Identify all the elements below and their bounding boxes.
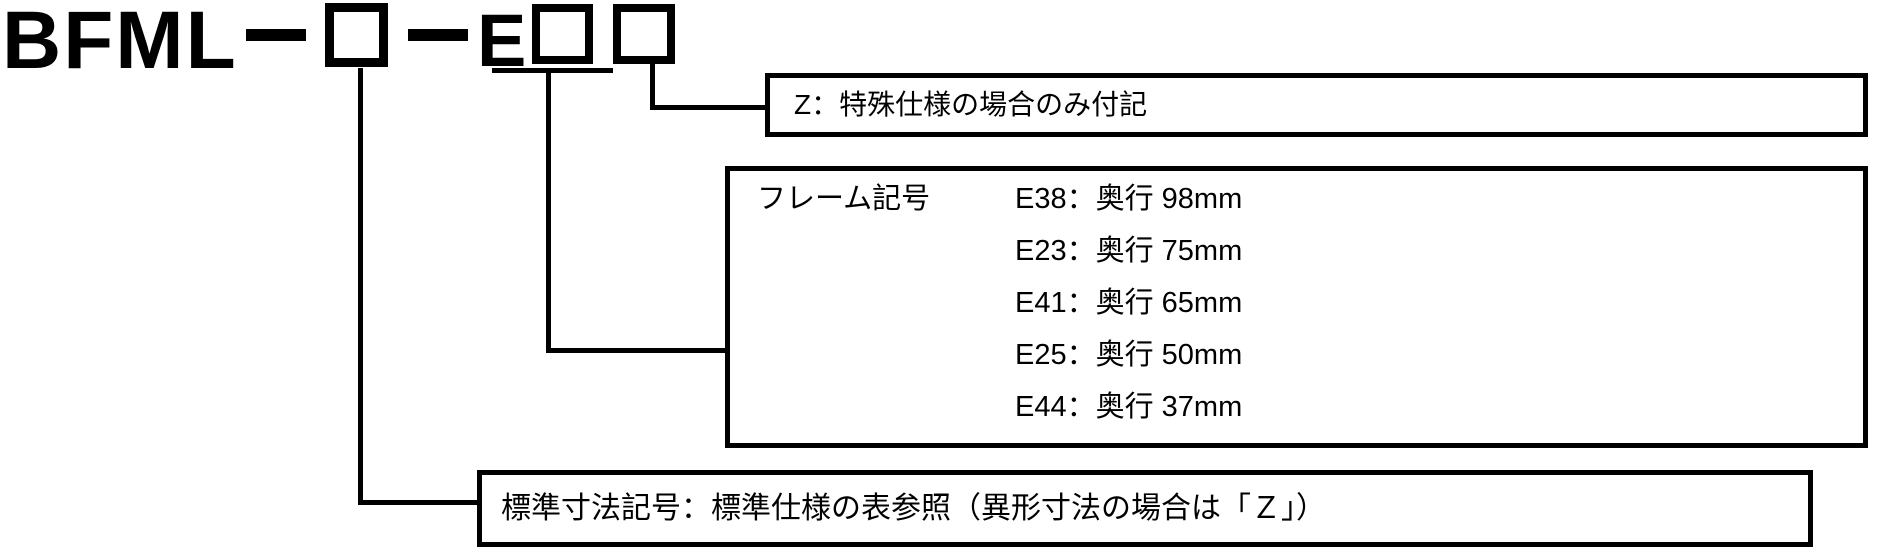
frame-code-underline xyxy=(492,68,613,73)
frame-option-text: E38：奥行 98mm xyxy=(1015,183,1243,215)
connector-suffix-horizontal xyxy=(650,105,765,110)
standard-dimension-callout-box: 標準寸法記号：標準仕様の表参照（異形寸法の場合は「Ｚ」） xyxy=(477,470,1813,547)
connector-frame-horizontal xyxy=(546,348,725,353)
suffix-note-callout-box: Z：特殊仕様の場合のみ付記 xyxy=(765,73,1868,137)
frame-symbol-row: E44：奥行 37mm xyxy=(757,381,1863,433)
frame-option-text: E41：奥行 65mm xyxy=(1015,287,1243,319)
connector-standard-horizontal xyxy=(358,500,477,505)
frame-symbol-label-spacer xyxy=(757,225,1015,277)
frame-symbol-content: フレーム記号 E38：奥行 98mm E23：奥行 75mm E41：奥行 65… xyxy=(730,171,1863,433)
suffix-code-placeholder-box xyxy=(613,4,675,64)
frame-symbol-label-spacer xyxy=(757,277,1015,329)
frame-option-text: E44：奥行 37mm xyxy=(1015,391,1243,423)
connector-standard-vertical xyxy=(358,68,363,505)
frame-code-placeholder-box xyxy=(532,4,593,64)
frame-symbol-label-spacer xyxy=(757,381,1015,433)
frame-symbol-row: E41：奥行 65mm xyxy=(757,277,1863,329)
connector-suffix-vertical xyxy=(650,63,655,110)
standard-dimension-text: 標準寸法記号：標準仕様の表参照（異形寸法の場合は「Ｚ」） xyxy=(501,492,1326,525)
suffix-note-text: Z：特殊仕様の場合のみ付記 xyxy=(794,89,1148,120)
frame-option-text: E23：奥行 75mm xyxy=(1015,235,1243,267)
frame-symbol-callout-box: フレーム記号 E38：奥行 98mm E23：奥行 75mm E41：奥行 65… xyxy=(725,166,1868,448)
connector-frame-vertical xyxy=(546,72,551,353)
model-code-prefix-text: BFML xyxy=(2,0,238,86)
frame-symbol-label-spacer xyxy=(757,329,1015,381)
fullwidth-dash-icon xyxy=(408,29,468,41)
frame-symbol-row: フレーム記号 E38：奥行 98mm xyxy=(757,173,1863,225)
fullwidth-dash-icon xyxy=(246,29,306,41)
frame-symbol-row: E25：奥行 50mm xyxy=(757,329,1863,381)
frame-symbol-label: フレーム記号 xyxy=(757,183,931,215)
frame-option-text: E25：奥行 50mm xyxy=(1015,339,1243,371)
standard-code-placeholder-box xyxy=(325,3,388,67)
frame-symbol-row: E23：奥行 75mm xyxy=(757,225,1863,277)
frame-code-letter-text: E xyxy=(477,0,527,82)
